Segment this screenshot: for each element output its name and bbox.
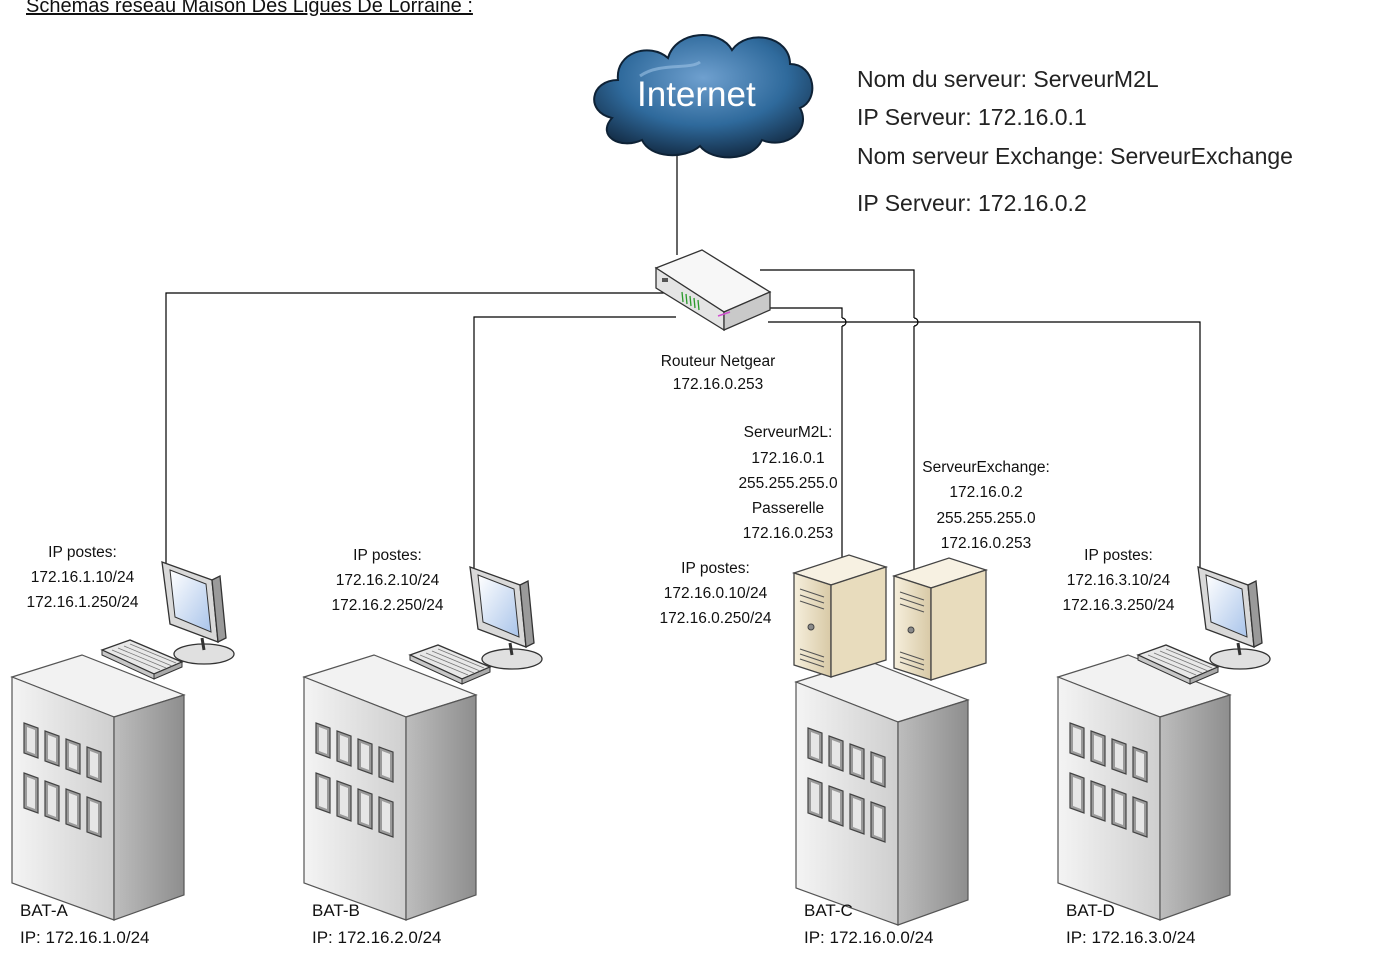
diagram-title: Schémas réseau Maison Des Ligues De Lorr… [26,0,473,17]
server-exchange-icon [893,557,987,681]
postes-bat-c-first: 172.16.0.10/24 [663,585,768,602]
bat-a-name: BAT-A [20,901,68,920]
bat-d-subnet: IP: 172.16.3.0/24 [1066,928,1196,947]
server-info-line: IP Serveur: 172.16.0.2 [857,190,1087,216]
postes-bat-b-first: 172.16.2.10/24 [335,572,440,589]
server-m2l-label: ServeurM2L: [743,424,833,441]
server-exchange-mask: 255.255.255.0 [936,510,1036,527]
bat-b-name: BAT-B [312,901,360,920]
bat-d-name: BAT-D [1066,901,1115,920]
server-info-line: IP Serveur: 172.16.0.1 [857,104,1087,130]
server-exchange-gateway: 172.16.0.253 [940,535,1032,552]
router-name: Routeur Netgear [660,353,776,370]
postes-bat-b-title: IP postes: [353,547,422,564]
postes-bat-b-last: 172.16.2.250/24 [331,597,444,614]
server-m2l-icon [793,554,887,678]
postes-bat-a-last: 172.16.1.250/24 [26,594,139,611]
bat-b-subnet: IP: 172.16.2.0/24 [312,928,442,947]
postes-bat-a-title: IP postes: [48,544,117,561]
postes-bat-d-title: IP postes: [1084,547,1153,564]
building-bat-d-icon [1057,654,1231,921]
server-m2l-ip: 172.16.0.1 [751,450,825,467]
server-m2l-mask: 255.255.255.0 [738,475,838,492]
postes-bat-c-last: 172.16.0.250/24 [659,610,772,627]
bat-c-subnet: IP: 172.16.0.0/24 [804,928,934,947]
building-bat-b-icon [303,654,477,921]
router-icon [654,249,772,332]
network-cables [165,154,1201,582]
bat-a-subnet: IP: 172.16.1.0/24 [20,928,150,947]
postes-bat-d-last: 172.16.3.250/24 [1062,597,1175,614]
internet-cloud-icon [593,34,814,159]
bat-c-name: BAT-C [804,901,853,920]
server-info-line: Nom du serveur: ServeurM2L [857,66,1159,92]
server-info-line: Nom serveur Exchange: ServeurExchange [857,143,1293,169]
server-exchange-ip: 172.16.0.2 [949,484,1023,501]
building-bat-c-icon [795,659,969,926]
postes-bat-a-first: 172.16.1.10/24 [30,569,135,586]
postes-bat-d-first: 172.16.3.10/24 [1066,572,1171,589]
server-exchange-label: ServeurExchange: [922,459,1050,476]
router-ip: 172.16.0.253 [672,376,764,393]
internet-label: Internet [637,75,756,114]
postes-bat-c-title: IP postes: [681,560,750,577]
server-m2l-gateway-label: Passerelle [751,500,825,517]
building-bat-a-icon [11,654,185,921]
server-m2l-gateway: 172.16.0.253 [742,525,834,542]
